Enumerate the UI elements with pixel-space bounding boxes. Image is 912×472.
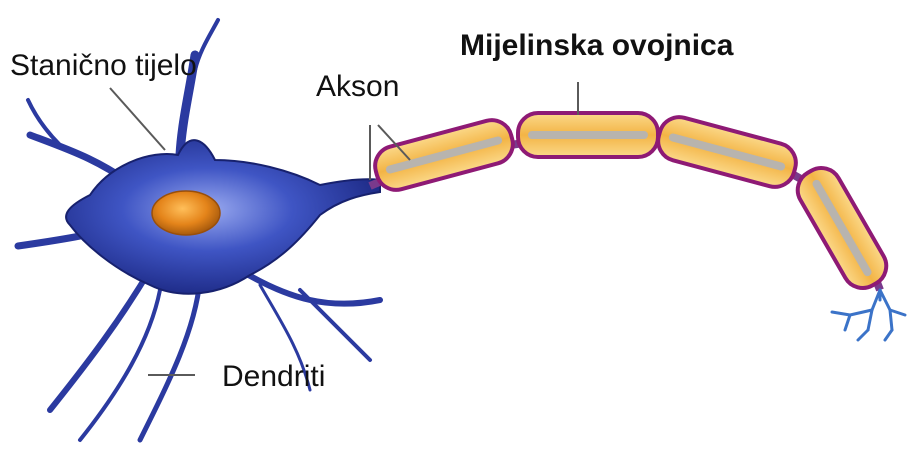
cell-body-shape [66, 140, 380, 294]
myelin-segment [518, 113, 658, 157]
dendrite-top-tip [195, 20, 218, 70]
myelin-sheath-group [371, 113, 894, 296]
axon-terminals [832, 290, 905, 340]
label-dendrites: Dendriti [222, 362, 325, 392]
nucleus [152, 191, 220, 235]
dendrite-lower [140, 280, 200, 440]
myelin-segment [371, 116, 518, 195]
label-myelin-sheath: Mijelinska ovojnica [460, 31, 733, 61]
label-axon: Akson [316, 72, 399, 102]
label-cell-body: Stanično tijelo [10, 51, 197, 81]
myelin-segment [654, 113, 801, 192]
leader-cell-body [110, 88, 165, 150]
myelin-segment [790, 161, 893, 296]
dendrite-lower-left [50, 270, 150, 410]
